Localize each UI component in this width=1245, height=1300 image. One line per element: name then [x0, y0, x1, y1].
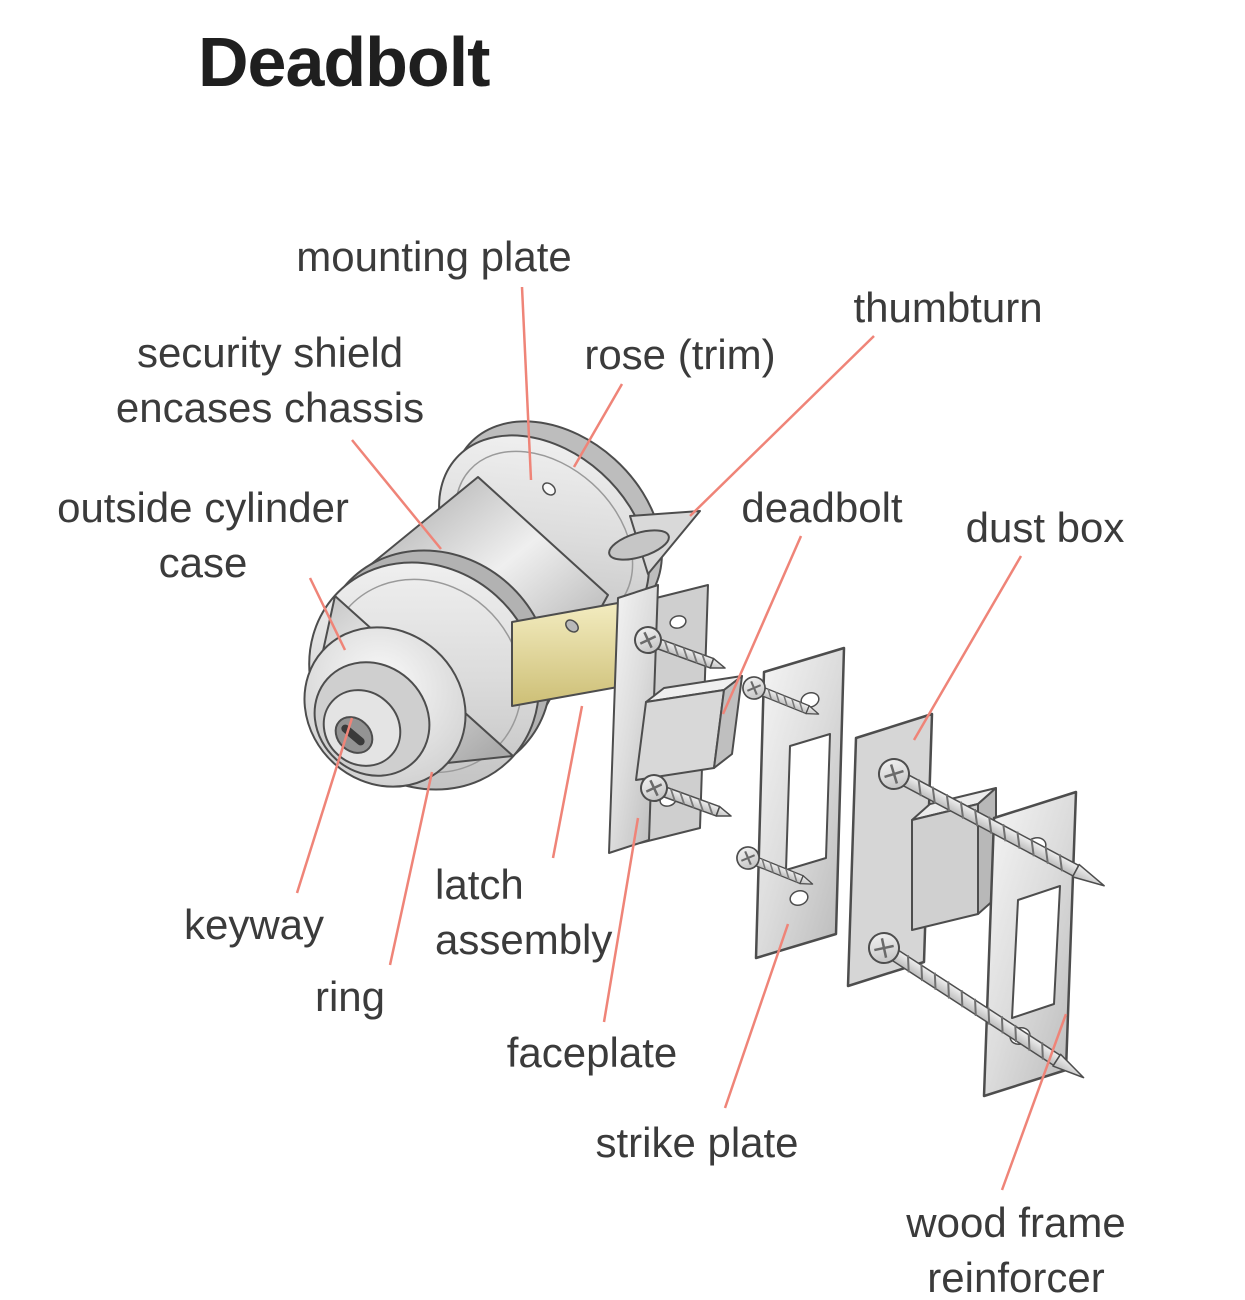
label-ring: ring	[314, 973, 386, 1020]
part-thumbturn	[608, 510, 701, 575]
label-dust-box: dust box	[965, 504, 1125, 551]
leader-faceplate	[602, 817, 640, 1023]
leader-rose-trim	[572, 383, 624, 468]
leader-lines	[295, 286, 1068, 1191]
label-wood-frame-reinforcer: wood frame reinforcer	[906, 1199, 1126, 1300]
leader-thumbturn	[689, 335, 875, 517]
part-strike-plate	[732, 646, 846, 960]
label-keyway: keyway	[183, 901, 325, 948]
leader-ring	[388, 771, 434, 966]
leader-keyway	[295, 717, 354, 894]
label-rose-trim: rose (trim)	[584, 331, 776, 378]
leader-deadbolt	[721, 535, 803, 715]
label-security-shield: security shield encases chassis	[115, 329, 425, 431]
label-faceplate: faceplate	[506, 1029, 678, 1076]
label-outside-cylinder-case: outside cylinder case	[57, 484, 349, 586]
leader-outside-cylinder-case	[308, 577, 347, 651]
label-latch-assembly: latch assembly	[435, 861, 613, 963]
part-deadbolt-bolt	[635, 675, 743, 781]
leader-strike-plate	[723, 923, 790, 1109]
leader-dust-box	[912, 555, 1023, 741]
part-outside-cylinder-case	[303, 595, 514, 788]
leader-latch-assembly	[551, 705, 584, 859]
page-title: Deadbolt	[198, 23, 490, 101]
leader-security-shield	[351, 439, 442, 550]
leader-wood-frame-reinforcer	[1000, 1013, 1068, 1191]
rose-screw-hole	[542, 482, 556, 496]
part-latch-body	[511, 602, 619, 707]
part-lock-cylinder	[303, 420, 1113, 1098]
leader-mounting-plate	[520, 286, 533, 481]
label-mounting-plate: mounting plate	[296, 233, 572, 280]
label-strike-plate: strike plate	[595, 1119, 799, 1166]
label-thumbturn: thumbturn	[853, 284, 1043, 331]
label-deadbolt: deadbolt	[741, 484, 903, 531]
